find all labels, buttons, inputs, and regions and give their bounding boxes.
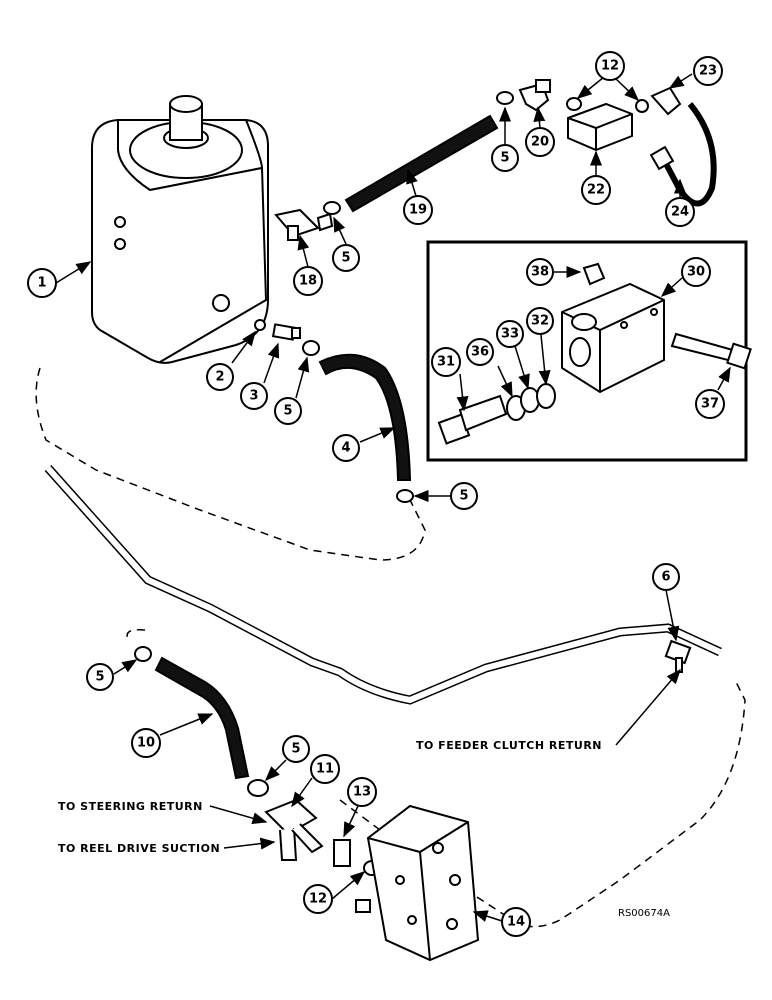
svg-text:5: 5 bbox=[341, 251, 350, 266]
hose-24 bbox=[661, 102, 717, 207]
figure-reference: RS00674A bbox=[618, 908, 670, 919]
svg-text:20: 20 bbox=[531, 135, 549, 150]
clamp-5-left bbox=[134, 646, 152, 662]
svg-text:12: 12 bbox=[309, 892, 327, 907]
clamp-5-lower bbox=[396, 489, 414, 503]
tee-fitting-18 bbox=[274, 208, 334, 241]
clamp-5-top bbox=[496, 91, 514, 105]
hose-4 bbox=[318, 353, 412, 481]
fitting-12 bbox=[333, 839, 351, 867]
fitting-3 bbox=[271, 323, 301, 341]
svg-text:4: 4 bbox=[341, 441, 350, 456]
callout-23: 23 bbox=[693, 56, 723, 86]
callout-5-right: 5 bbox=[450, 482, 478, 510]
callout-14: 14 bbox=[501, 907, 531, 937]
reservoir-tank bbox=[91, 95, 269, 364]
clamp-5-lower-left bbox=[247, 779, 269, 797]
plug-38 bbox=[582, 262, 606, 286]
svg-text:32: 32 bbox=[531, 314, 549, 329]
bolt-37 bbox=[670, 332, 752, 370]
svg-text:11: 11 bbox=[316, 762, 334, 777]
clamp-5-mid bbox=[302, 340, 320, 356]
o-ring-32 bbox=[536, 383, 556, 409]
o-ring-33 bbox=[520, 387, 540, 413]
svg-text:14: 14 bbox=[507, 915, 525, 930]
callout-37: 37 bbox=[695, 389, 725, 419]
svg-text:24: 24 bbox=[671, 205, 689, 220]
svg-text:1: 1 bbox=[37, 276, 46, 291]
callout-12: 13 bbox=[347, 777, 377, 807]
leader-lines bbox=[55, 73, 731, 922]
svg-text:5: 5 bbox=[291, 742, 300, 757]
svg-text:30: 30 bbox=[687, 265, 705, 280]
callout-18: 18 bbox=[293, 266, 323, 296]
o-rings-13-upper bbox=[566, 97, 649, 113]
callout-5-lower: 5 bbox=[282, 735, 310, 763]
callout-19: 19 bbox=[403, 195, 433, 225]
valve-block-14 bbox=[355, 804, 480, 962]
hose-10 bbox=[154, 656, 250, 780]
callout-5-mid: 5 bbox=[274, 397, 302, 425]
svg-text:3: 3 bbox=[249, 389, 258, 404]
block-22 bbox=[567, 102, 633, 152]
banjo-bolt-31 bbox=[437, 394, 508, 445]
callout-10: 10 bbox=[131, 728, 161, 758]
note-reel-drive-suction: TO REEL DRIVE SUCTION bbox=[58, 842, 220, 855]
callout-6: 6 bbox=[652, 563, 680, 591]
tee-fitting-11 bbox=[264, 798, 324, 861]
svg-text:13: 13 bbox=[353, 785, 371, 800]
callout-32: 32 bbox=[526, 307, 554, 335]
callout-13-lower: 12 bbox=[303, 884, 333, 914]
note-feeder-clutch-return: TO FEEDER CLUTCH RETURN bbox=[416, 739, 602, 752]
o-ring-2 bbox=[254, 319, 266, 331]
callout-1: 1 bbox=[27, 268, 57, 298]
callout-13-upper: 12 bbox=[595, 51, 625, 81]
return-tube bbox=[44, 465, 722, 705]
elbow-fitting-20 bbox=[518, 79, 551, 112]
hose-19 bbox=[344, 114, 499, 213]
svg-text:12: 12 bbox=[601, 59, 619, 74]
svg-text:2: 2 bbox=[215, 370, 224, 385]
svg-text:5: 5 bbox=[459, 489, 468, 504]
dashed-routing-upper bbox=[35, 367, 426, 561]
svg-text:31: 31 bbox=[437, 355, 455, 370]
callout-33: 33 bbox=[496, 320, 524, 348]
callout-11: 11 bbox=[310, 754, 340, 784]
svg-text:19: 19 bbox=[409, 203, 427, 218]
callout-22: 22 bbox=[581, 175, 611, 205]
svg-text:5: 5 bbox=[283, 404, 292, 419]
svg-text:18: 18 bbox=[299, 274, 317, 289]
callout-20: 20 bbox=[525, 127, 555, 157]
elbow-fitting-23 bbox=[650, 86, 682, 116]
callout-4: 4 bbox=[332, 434, 360, 462]
callout-5-top: 5 bbox=[491, 144, 519, 172]
manifold-block-30 bbox=[561, 282, 665, 394]
svg-text:22: 22 bbox=[587, 183, 605, 198]
clamp-5-upper bbox=[323, 201, 341, 215]
callout-31: 31 bbox=[431, 347, 461, 377]
svg-text:5: 5 bbox=[500, 151, 509, 166]
callout-2: 2 bbox=[206, 363, 234, 391]
svg-text:5: 5 bbox=[95, 670, 104, 685]
callout-3: 3 bbox=[240, 382, 268, 410]
callout-36: 36 bbox=[466, 338, 494, 366]
callout-5-upper: 5 bbox=[332, 244, 360, 272]
callout-30: 30 bbox=[681, 257, 711, 287]
svg-text:6: 6 bbox=[661, 570, 670, 585]
svg-text:33: 33 bbox=[501, 327, 519, 342]
svg-text:37: 37 bbox=[701, 397, 719, 412]
callout-5-left: 5 bbox=[86, 663, 114, 691]
callout-24: 24 bbox=[665, 197, 695, 227]
svg-text:10: 10 bbox=[137, 736, 155, 751]
callout-38: 38 bbox=[526, 258, 554, 286]
svg-text:38: 38 bbox=[531, 265, 549, 280]
tee-fitting-6 bbox=[664, 639, 692, 673]
svg-text:36: 36 bbox=[471, 345, 489, 360]
note-steering-return: TO STEERING RETURN bbox=[58, 800, 203, 813]
svg-text:23: 23 bbox=[699, 64, 717, 79]
